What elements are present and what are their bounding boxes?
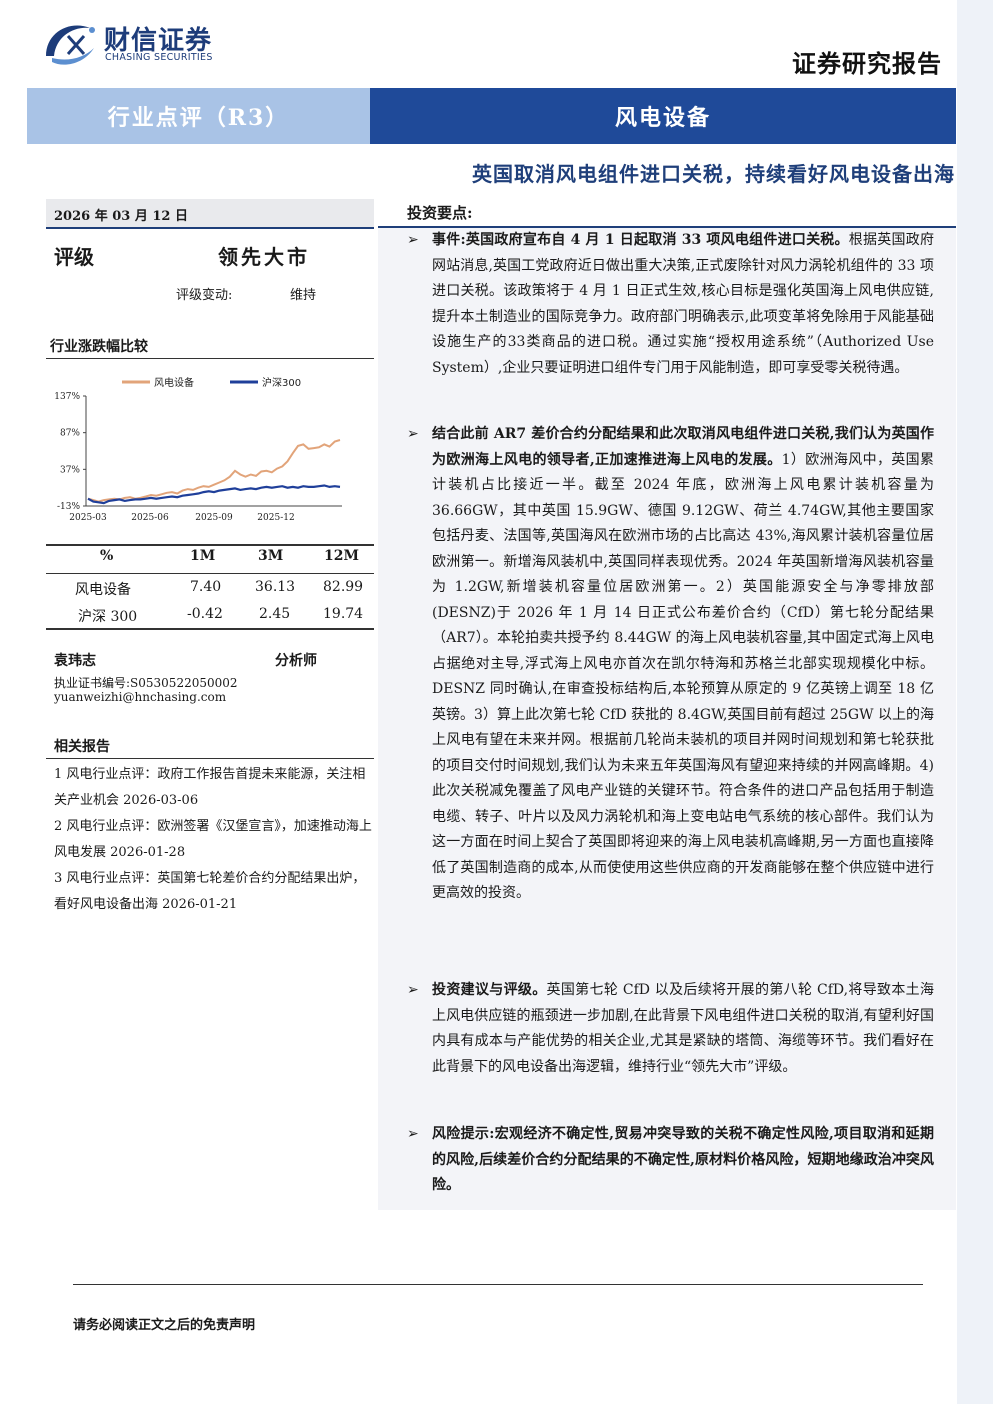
point-body: 1）欧洲海风中，英国累计装机占比接近一半。截至 2024 年底，欧洲海上风电累计… [432,451,934,902]
table-bottom-line [46,628,374,630]
analyst-cert: 执业证书编号:S0530522050002 [54,676,238,690]
table-header-3m: 3M [258,548,284,564]
analyst-email[interactable]: yuanweizhi@hnchasing.com [54,690,227,704]
analyst-name: 袁玮志 [54,653,96,669]
bullet-arrow-icon: ➢ [407,426,419,442]
chart-y-tick-label: 37% [60,465,80,475]
related-reports-title: 相关报告 [54,739,110,755]
investment-point-recommendation: 投资建议与评级。英国第七轮 CfD 以及后续将开展的第八轮 CfD,将导致本土海… [432,978,934,1080]
chart-x-tick-label: 2025-03 [69,513,107,523]
point-body: 根据英国政府网站消息,英国工党政府近日做出重大决策,正式废除针对风力涡轮机组件的… [432,232,934,376]
chart-x-tick-label: 2025-06 [131,513,169,523]
footer-divider [73,1284,923,1285]
bullet-arrow-icon: ➢ [407,232,419,248]
point-lead: 结合此前 AR7 差价合约分配结果和此次取消风电组件进口关税,我们认为英国作为欧… [432,426,934,468]
chart-legend-label: 风电设备 [154,376,194,389]
report-type: 证券研究报告 [792,49,942,78]
chart-section-title: 行业涨跌幅比较 [50,339,148,355]
page-right-strip [957,0,993,1404]
chart-y-tick-label: -13% [57,502,80,512]
chart-series-line [87,439,341,503]
bullet-arrow-icon: ➢ [407,982,419,998]
investment-point-event: 事件:英国政府宣布自 4 月 1 日起取消 33 项风电组件进口关税。根据英国政… [432,228,934,381]
investment-point-risk: 风险提示:宏观经济不确定性,贸易冲突导致的关税不确定性风险,项目取消和延期的风险… [432,1122,934,1199]
point-lead: 投资建议与评级。 [432,982,547,998]
table-cell: 7.40 [190,579,222,595]
table-cell: 36.13 [255,579,296,595]
industry-band: 风电设备 [370,88,956,144]
rating-change-value: 维持 [290,288,317,303]
point-lead: 事件:英国政府宣布自 4 月 1 日起取消 33 项风电组件进口关税。 [432,232,849,248]
report-headline: 英国取消风电组件进口关税，持续看好风电设备出海 [472,162,955,186]
investment-point-analysis: 结合此前 AR7 差价合约分配结果和此次取消风电组件进口关税,我们认为英国作为欧… [432,422,934,907]
table-cell: 82.99 [323,579,364,595]
section-divider [46,758,374,759]
section-divider [46,358,374,359]
table-row-name: 风电设备 [75,582,131,598]
date-box [46,199,374,229]
chart-y-tick-label: 87% [60,429,80,439]
chart-legend-label: 沪深300 [262,376,301,389]
table-cell: 19.74 [323,606,364,622]
performance-chart: 137% 87% 37% -13%2025-03 2025-06 2025-09 2025-… [54,376,342,523]
investment-title: 投资要点: [407,204,473,222]
related-report-item[interactable]: 2 风电行业点评：欧洲签署《汉堡宣言》，加速推动海上风电发展 2026-01-2… [54,819,372,860]
chart-y-tick-label: 137% [54,392,80,402]
bullet-arrow-icon: ➢ [407,1126,419,1142]
table-header-pct: % [100,548,114,564]
rating-value: 领先大市 [218,245,310,269]
report-category-band: 行业点评（R3） [27,88,370,144]
disclaimer-note[interactable]: 请务必阅读正文之后的免责声明 [73,1318,256,1333]
table-header-12m: 12M [324,548,359,564]
logo-text-en: CHASING SECURITIES [105,52,213,63]
investment-box [378,227,956,1210]
report-date: 2026 年 03 月 12 日 [54,209,188,224]
table-row-name: 沪深 300 [78,609,138,625]
chart-x-tick-label: 2025-09 [195,513,233,523]
table-header-line [46,573,374,574]
related-report-item[interactable]: 1 风电行业点评：政府工作报告首提未来能源，关注相关产业机会 2026-03-0… [54,767,366,808]
rating-change-label: 评级变动: [176,288,233,303]
chart-series-line [87,484,341,505]
table-cell: -0.42 [187,606,223,622]
point-lead: 风险提示:宏观经济不确定性,贸易冲突导致的关税不确定性风险,项目取消和延期的风险… [432,1126,934,1193]
chart-x-tick-label: 2025-12 [257,513,294,523]
point-body: 英国第七轮 CfD 以及后续将开展的第八轮 CfD,将导致本土海上风电供应链的瓶… [432,982,935,1075]
rating-label: 评级 [54,245,94,269]
table-header-1m: 1M [190,548,216,564]
investment-top-line [378,226,956,228]
table-cell: 2.45 [259,606,291,622]
logo-text-cn: 财信证券 [104,26,213,56]
related-report-item[interactable]: 3 风电行业点评：英国第七轮差价合约分配结果出炉，看好风电设备出海 2026-0… [54,871,366,912]
analyst-role: 分析师 [275,653,317,669]
table-top-line [46,544,374,546]
chasing-logo-icon [46,25,95,65]
